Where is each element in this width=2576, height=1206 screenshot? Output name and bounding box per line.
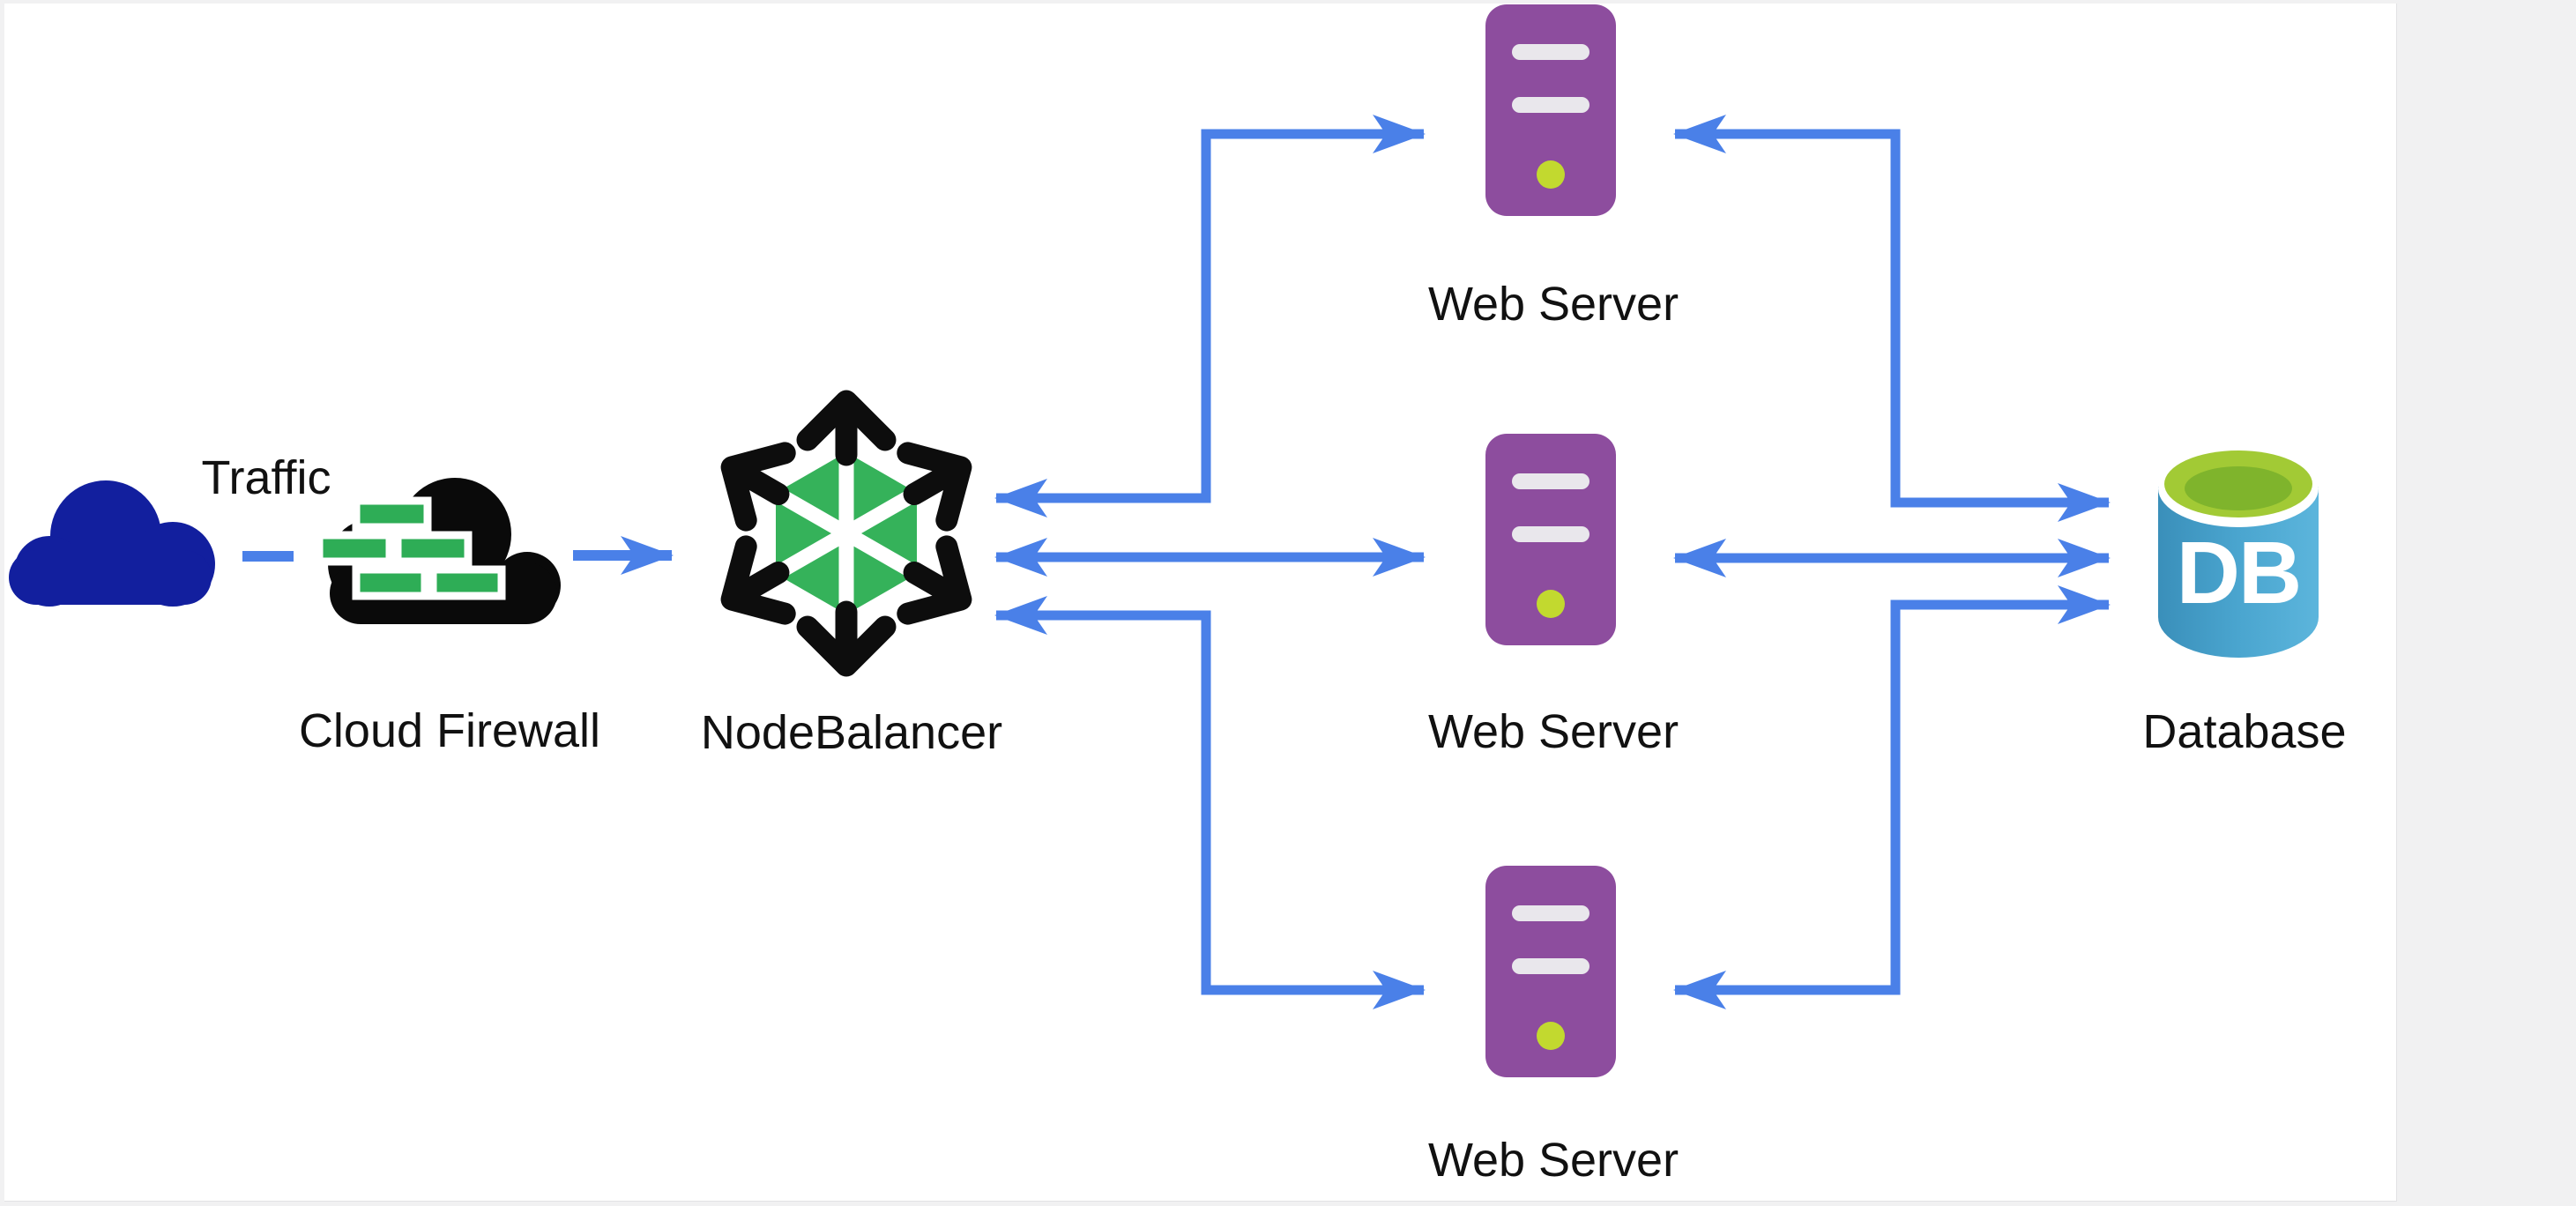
database-label: Database [2142, 705, 2347, 758]
nodebalancer-icon [720, 390, 972, 677]
traffic-label: Traffic [201, 451, 331, 504]
web-server-icon-1 [1485, 4, 1616, 216]
edge-webserver3-database [1673, 585, 2111, 1009]
database-cylinder-body [2158, 487, 2319, 658]
cloud-firewall-label: Cloud Firewall [298, 704, 601, 757]
edge-webserver1-database [1673, 115, 2111, 522]
nodebalancer-spokes [771, 452, 921, 614]
database-icon: DB [2158, 450, 2319, 658]
web-server-icon-3 [1485, 866, 1616, 1077]
edge-nodebalancer-webserver1 [994, 115, 1426, 517]
firewall-bricks [315, 496, 506, 600]
cloud-firewall-icon [315, 478, 561, 624]
web-server-1-label: Web Server [1427, 278, 1679, 331]
edge-nodebalancer-webserver3 [994, 596, 1426, 1009]
nodebalancer-arrows [720, 390, 972, 677]
traffic-cloud-icon [9, 480, 215, 607]
database-top-inner [2185, 466, 2292, 510]
web-server-3-label: Web Server [1427, 1134, 1679, 1187]
web-server-2-label: Web Server [1427, 705, 1679, 758]
database-badge: DB [2177, 524, 2300, 622]
nodebalancer-label: NodeBalancer [700, 706, 1003, 759]
edges-layer [242, 115, 2111, 1009]
web-server-icon-2 [1485, 434, 1616, 645]
